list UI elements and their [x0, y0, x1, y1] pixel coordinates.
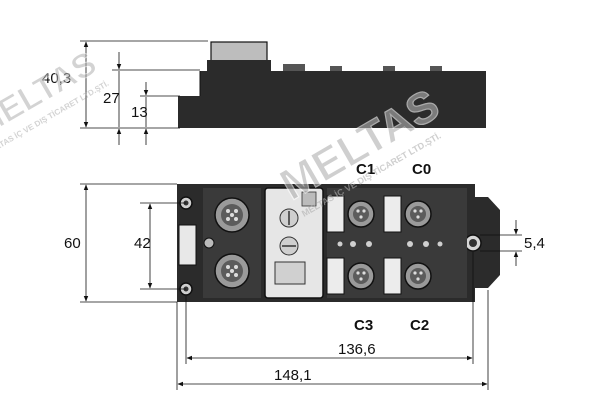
port-label-c0: C0 — [412, 161, 431, 178]
side-connector-nut — [207, 60, 271, 72]
port-c0-connector — [404, 200, 432, 228]
ground-screw — [203, 237, 215, 249]
label-window-left — [178, 224, 197, 266]
port-label-c1: C1 — [356, 161, 375, 178]
side-bump-4 — [430, 66, 442, 72]
dim-width-height: 60 — [64, 235, 81, 252]
label-window-c0 — [383, 195, 402, 233]
status-leds — [337, 241, 443, 247]
dim-length-inner: 136,6 — [338, 341, 376, 358]
side-bump-2 — [330, 66, 342, 72]
side-bump-3 — [383, 66, 395, 72]
dim-height-base: 13 — [131, 104, 148, 121]
dim-hole-spacing: 42 — [134, 235, 151, 252]
port-label-c2: C2 — [410, 317, 429, 334]
dip-switch — [274, 261, 306, 285]
port-c2-connector — [404, 262, 432, 290]
status-window — [301, 191, 317, 207]
top-view: C1 C0 C3 C2 — [177, 161, 500, 334]
watermark-left: MELTAS MELTAS İÇ VE DIŞ TİCARET LTD.ŞTİ. — [0, 44, 110, 158]
dim-hole-diameter: 5,4 — [524, 235, 545, 252]
side-view — [178, 41, 486, 128]
side-dimensions: 40,3 27 13 — [42, 40, 208, 145]
label-window-c2 — [383, 257, 402, 295]
dim-height-body: 27 — [103, 90, 120, 107]
label-window-c3 — [326, 257, 345, 295]
side-body-upper — [200, 71, 486, 96]
port-c1-connector — [347, 200, 375, 228]
dim-length-total: 148,1 — [274, 367, 312, 384]
label-window-c1 — [326, 195, 345, 233]
dim-height-total: 40,3 — [42, 70, 71, 87]
mounting-tab-right — [470, 197, 500, 288]
side-body-lower — [178, 96, 486, 128]
port-label-c3: C3 — [354, 317, 373, 334]
port-c3-connector — [347, 262, 375, 290]
side-bump-1 — [283, 64, 305, 72]
top-dimensions: 60 42 5,4 136,6 148,1 — [64, 183, 545, 390]
